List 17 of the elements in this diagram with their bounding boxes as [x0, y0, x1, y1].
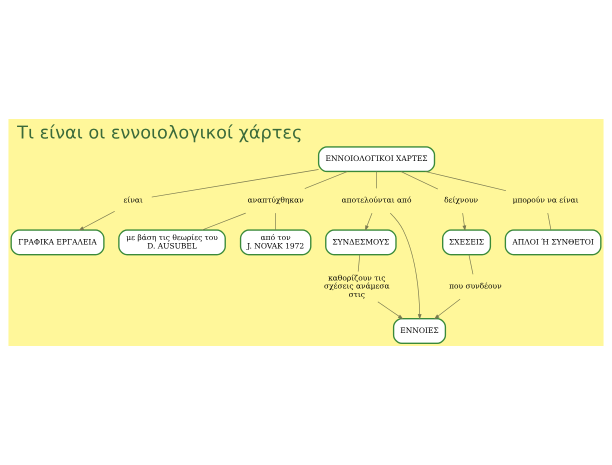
arrow	[365, 212, 372, 231]
connector	[376, 171, 377, 189]
connector	[202, 212, 246, 230]
arrow	[390, 212, 422, 320]
connector	[275, 212, 276, 230]
arrow	[378, 301, 404, 320]
connector	[358, 254, 360, 272]
diagram-title: Τι είναι οι εννοιολογικοί χάρτες	[17, 124, 302, 144]
connector	[468, 254, 474, 275]
connector	[151, 169, 319, 198]
connector	[304, 171, 348, 189]
connector	[547, 212, 552, 230]
connector	[425, 171, 506, 192]
arrow	[462, 212, 466, 231]
connector	[400, 171, 438, 190]
arrow	[434, 298, 460, 320]
arrow	[78, 210, 116, 231]
